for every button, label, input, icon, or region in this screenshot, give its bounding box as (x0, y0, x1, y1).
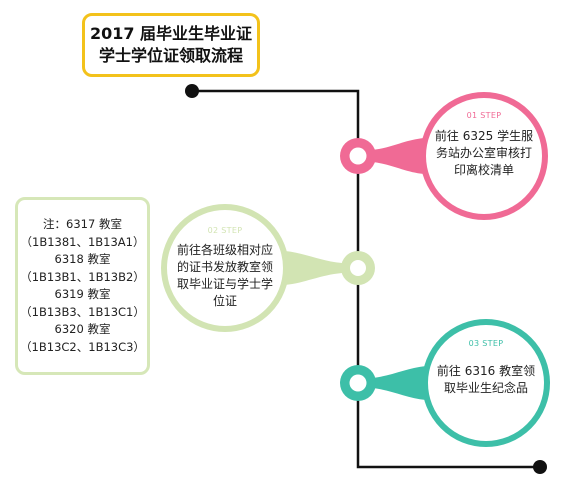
step-3-label: 03 STEP (468, 339, 504, 348)
step-3-node (340, 319, 550, 447)
note-line-3: 6318 教室 (54, 252, 111, 266)
step-1-text: 前往 6325 学生服 务站办公室审核打 印离校清单 (432, 128, 536, 179)
step-1-line-2: 务站办公室审核打 (435, 146, 532, 160)
step-1-line-1: 前往 6325 学生服 (434, 129, 534, 143)
step-2-text: 前往各班级相对应 的证书发放教室领 取毕业证与学士学 位证 (175, 242, 275, 310)
step-3-line-2: 取毕业生纪念品 (443, 381, 528, 395)
timeline-end-dot (533, 460, 547, 474)
note-line-5: 6319 教室 (54, 287, 111, 301)
note-line-6: （1B13B3、1B13C1） (20, 304, 145, 319)
step-2-node (161, 204, 375, 332)
step-1-node (340, 92, 548, 220)
step-2-line-3: 取毕业证与学士学 (176, 277, 273, 291)
step-1-label: 01 STEP (466, 111, 502, 120)
step-3-text: 前往 6316 教室领 取毕业生纪念品 (434, 363, 538, 397)
note-line-2: （1B1381、1B13A1） (20, 234, 145, 249)
note-line-7: 6320 教室 (54, 322, 111, 336)
note-line-1: 注：6317 教室 (43, 217, 122, 231)
step-1-line-3: 印离校清单 (453, 163, 514, 177)
step-2-line-1: 前往各班级相对应 (176, 243, 273, 257)
note-line-4: （1B13B1、1B13B2） (20, 269, 145, 284)
step-2-line-4: 位证 (212, 294, 237, 308)
step-3-line-1: 前往 6316 教室领 (436, 364, 536, 378)
title-box: 2017 届毕业生毕业证 学士学位证领取流程 (82, 13, 260, 77)
step-2-line-2: 的证书发放教室领 (176, 260, 273, 274)
timeline-start-dot (185, 84, 199, 98)
title-line-2: 学士学位证领取流程 (98, 46, 243, 65)
step-2-label: 02 STEP (207, 226, 243, 235)
note-line-8: （1B13C2、1B13C3） (20, 339, 145, 354)
title-line-1: 2017 届毕业生毕业证 (89, 24, 253, 43)
note-box: 注：6317 教室 （1B1381、1B13A1） 6318 教室 （1B13B… (15, 197, 150, 375)
